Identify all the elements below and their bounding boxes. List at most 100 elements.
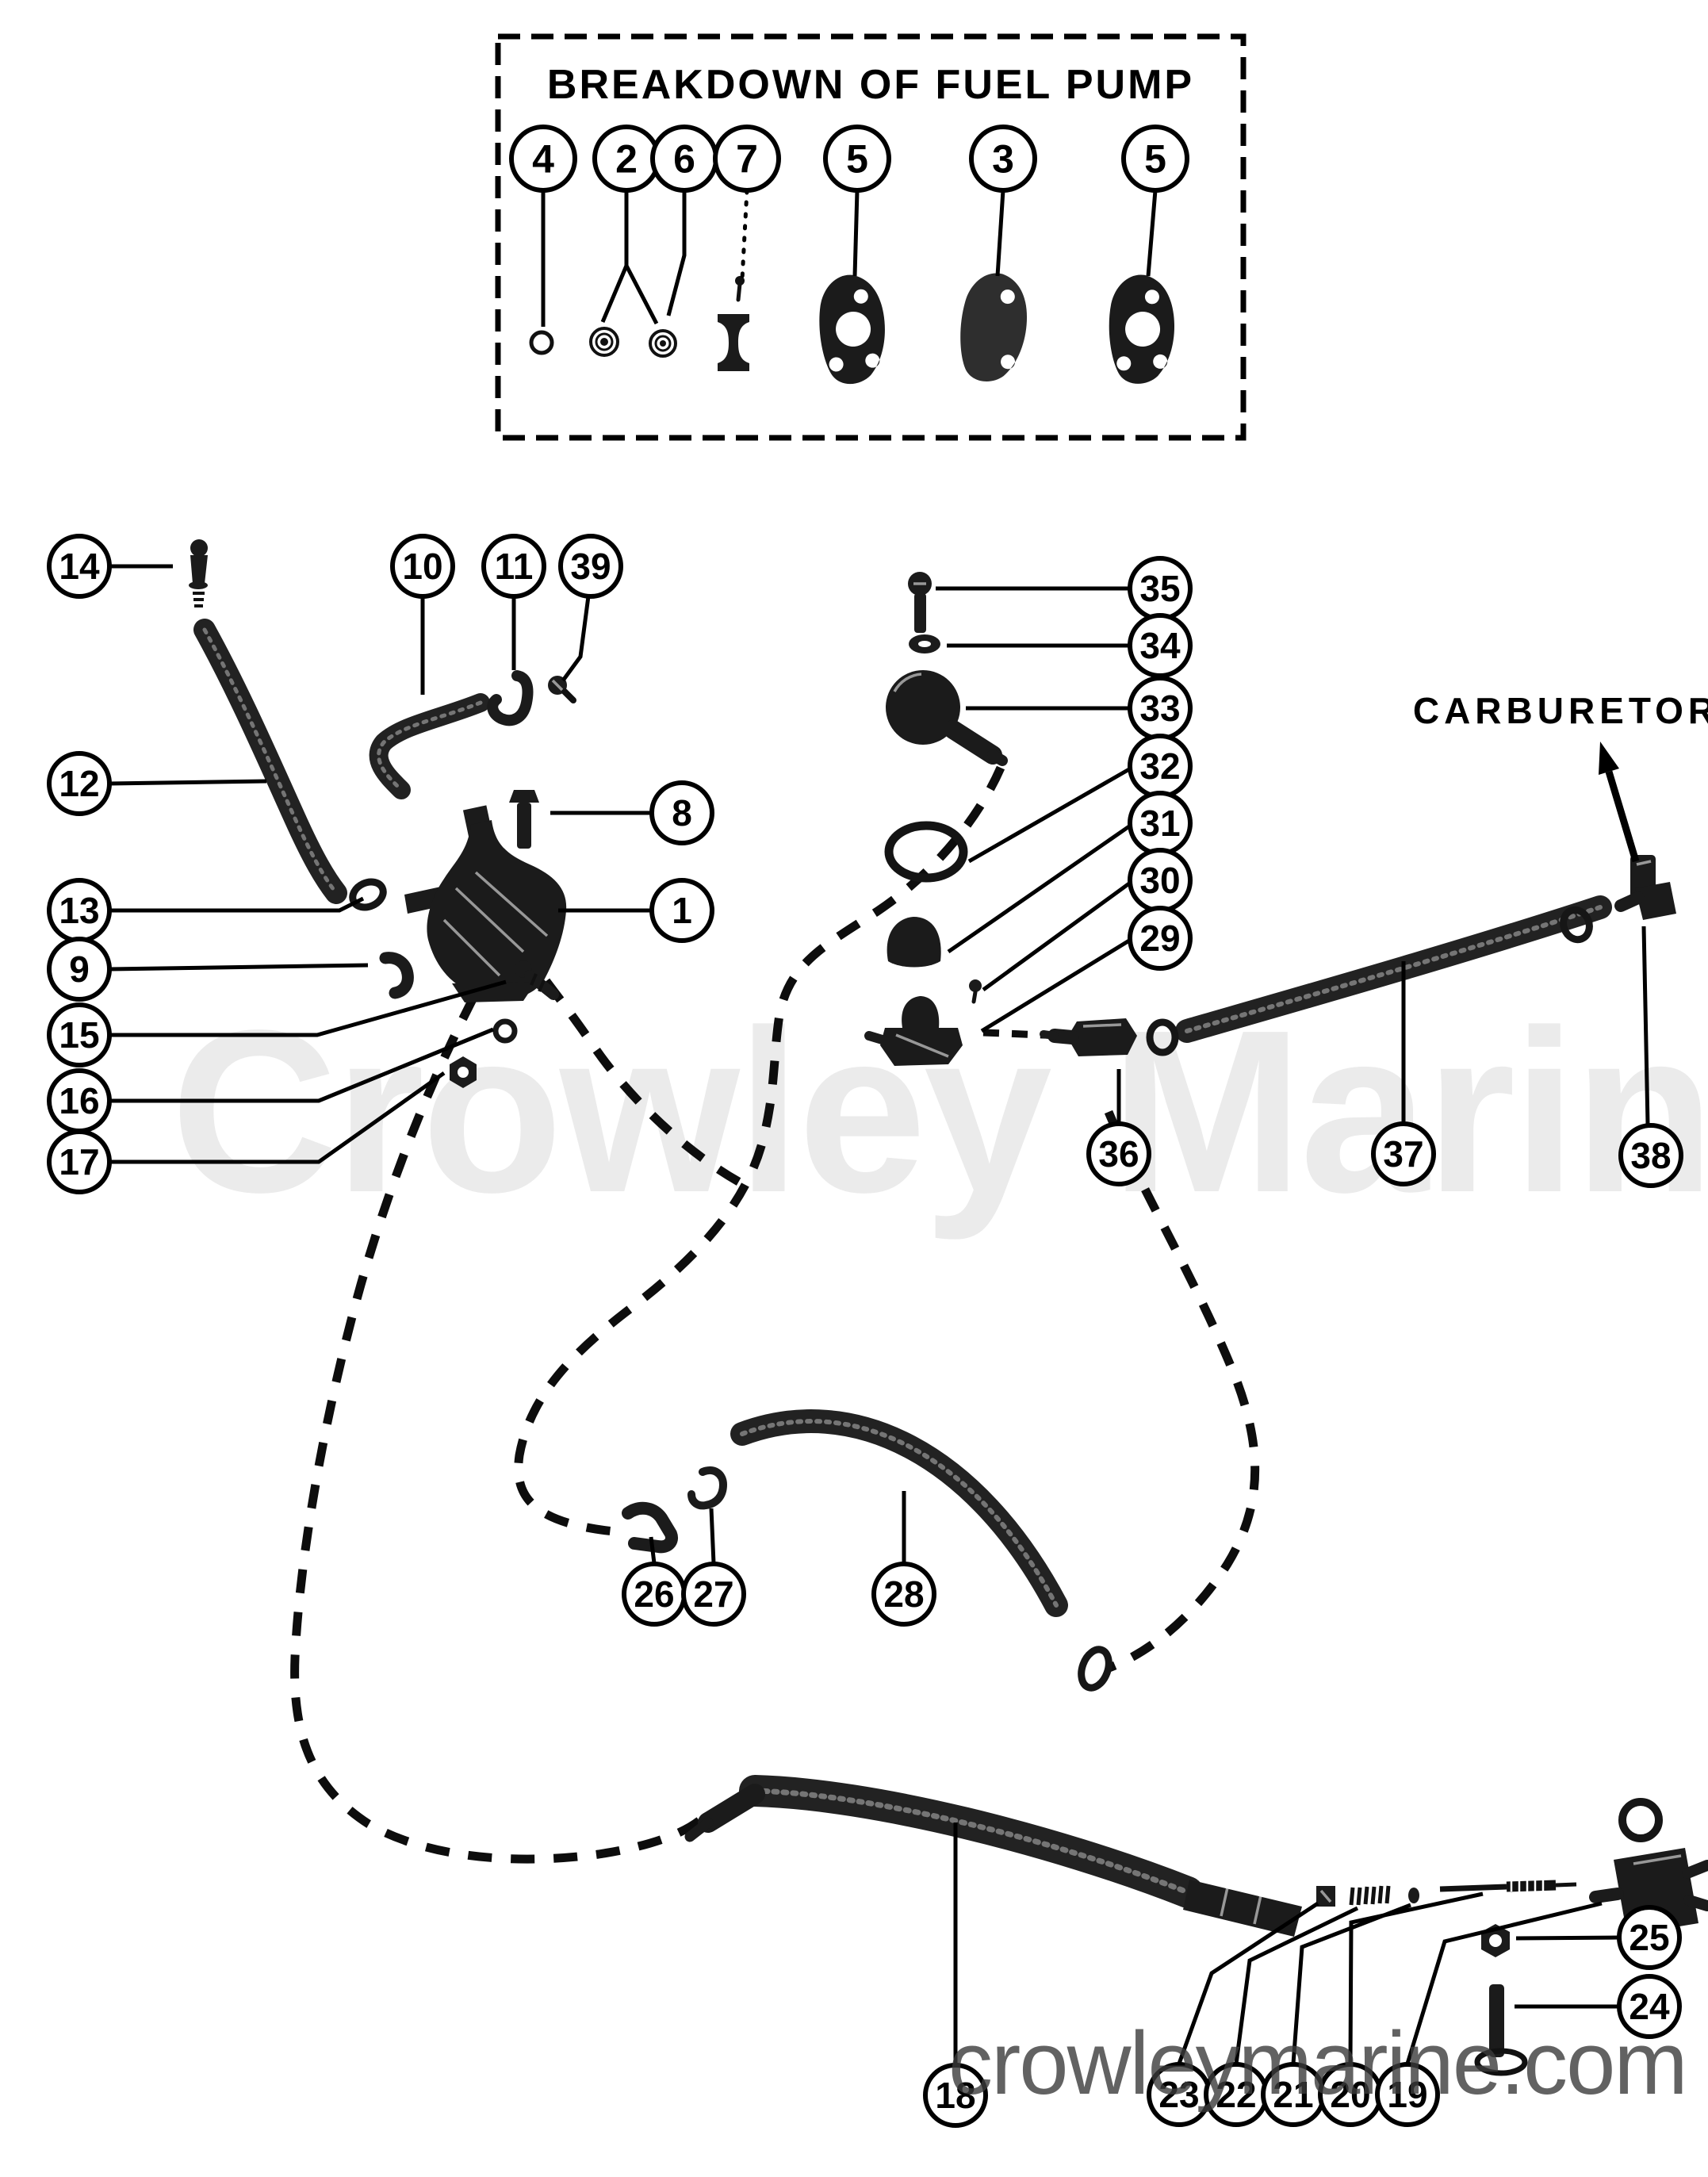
callout-36: 36 xyxy=(1086,1121,1151,1186)
breakdown-box: BREAKDOWN OF FUEL PUMP xyxy=(495,33,1247,441)
leader-line xyxy=(947,824,1131,954)
bolt-8-part xyxy=(509,790,539,849)
svg-text:17: 17 xyxy=(59,1141,99,1182)
screw-35-part xyxy=(908,572,932,633)
washer-part-a xyxy=(589,327,619,357)
callout-31: 31 xyxy=(1128,791,1193,856)
callout-38: 38 xyxy=(1618,1123,1683,1188)
watermark-center: Crowley Marine xyxy=(170,982,1708,1242)
fitting-14-part xyxy=(189,539,208,607)
leader-line xyxy=(624,264,659,325)
valve-disc-part xyxy=(529,330,554,355)
callout-9: 9 xyxy=(47,937,112,1002)
washer-part-b xyxy=(649,329,677,358)
hook-11-part xyxy=(487,670,534,726)
carburetor-arrow xyxy=(1599,742,1640,863)
callout-6: 6 xyxy=(650,125,718,193)
ferrule-37-right-part xyxy=(1560,906,1593,944)
callout-34: 34 xyxy=(1128,613,1193,678)
callout-25: 25 xyxy=(1617,1905,1682,1970)
hose-18-texture xyxy=(752,1788,1191,1895)
fuel-hose-10 xyxy=(369,693,490,799)
callout-27: 27 xyxy=(681,1562,746,1627)
callout-11: 11 xyxy=(481,534,546,599)
retainer-pin-part xyxy=(735,276,745,302)
callout-5: 5 xyxy=(1121,125,1189,193)
hose-18-connector xyxy=(1183,1880,1302,1937)
svg-text:9: 9 xyxy=(69,949,90,990)
callout-18: 18 xyxy=(923,2063,988,2128)
callout-39: 39 xyxy=(558,534,623,599)
leader-line xyxy=(109,1027,494,1103)
leader-line xyxy=(1348,1891,1484,2064)
callout-32: 32 xyxy=(1128,734,1193,799)
svg-text:24: 24 xyxy=(1629,1986,1670,2027)
svg-text:22: 22 xyxy=(1216,2074,1256,2115)
svg-text:31: 31 xyxy=(1139,803,1180,844)
svg-text:18: 18 xyxy=(935,2075,975,2116)
clamp-27-part xyxy=(687,1466,728,1510)
callout-2: 2 xyxy=(592,125,661,193)
hose-18-end-fitting xyxy=(698,1784,765,1833)
svg-text:21: 21 xyxy=(1273,2074,1313,2115)
needle-20-part xyxy=(1439,1880,1577,1892)
leader-lines xyxy=(109,188,1650,2064)
fitting-15-part xyxy=(515,960,559,1000)
callout-12: 12 xyxy=(47,751,112,816)
callout-19: 19 xyxy=(1375,2062,1440,2127)
svg-text:8: 8 xyxy=(672,792,692,834)
callout-23: 23 xyxy=(1147,2062,1212,2127)
leader-line xyxy=(109,963,369,972)
spring-22-part xyxy=(1349,1885,1391,1906)
callout-13: 13 xyxy=(47,878,112,943)
callout-24: 24 xyxy=(1617,1974,1682,2039)
svg-text:33: 33 xyxy=(1139,688,1180,729)
svg-text:1: 1 xyxy=(672,890,692,931)
washer-34-part xyxy=(909,634,940,653)
dashed-line-left-loop xyxy=(290,995,704,1864)
svg-text:35: 35 xyxy=(1139,568,1180,609)
callout-33: 33 xyxy=(1128,676,1193,741)
svg-text:4: 4 xyxy=(532,137,554,182)
screw-39-part xyxy=(548,676,576,703)
callout-7: 7 xyxy=(713,125,781,193)
svg-text:6: 6 xyxy=(673,137,695,182)
callout-30: 30 xyxy=(1128,848,1193,913)
leader-line xyxy=(600,190,629,323)
svg-text:5: 5 xyxy=(1144,137,1166,182)
callout-37: 37 xyxy=(1371,1121,1436,1186)
svg-text:25: 25 xyxy=(1629,1917,1669,1958)
bolt-24-part xyxy=(1474,1984,1528,2076)
callout-29: 29 xyxy=(1128,906,1193,971)
dashed-line-right-loop xyxy=(1104,1110,1260,1673)
leader-line xyxy=(1146,190,1158,277)
dashed-line-bowl-to-fitting xyxy=(514,765,1005,1537)
svg-text:12: 12 xyxy=(59,763,99,804)
svg-text:32: 32 xyxy=(1139,745,1180,787)
svg-text:37: 37 xyxy=(1383,1133,1423,1175)
leader-line xyxy=(982,881,1131,992)
svg-text:38: 38 xyxy=(1630,1135,1671,1176)
leader-line xyxy=(709,1508,716,1564)
callout-16: 16 xyxy=(47,1068,112,1133)
svg-text:10: 10 xyxy=(402,546,442,587)
leader-line xyxy=(561,596,591,682)
leader-line xyxy=(666,190,687,316)
callout-26: 26 xyxy=(622,1562,687,1627)
leader-line xyxy=(967,767,1131,864)
hose-37-texture xyxy=(1185,905,1603,1033)
leader-line xyxy=(852,190,860,277)
svg-text:11: 11 xyxy=(495,546,534,587)
pin-30-part xyxy=(969,979,982,1004)
svg-text:34: 34 xyxy=(1139,625,1181,666)
fitting-36-part xyxy=(1040,1018,1137,1056)
leader-line xyxy=(1405,1901,1603,2064)
svg-text:23: 23 xyxy=(1158,2074,1199,2115)
leader-line xyxy=(1515,1935,1620,1941)
leader-line xyxy=(740,188,749,282)
leader-line xyxy=(995,190,1005,277)
diaphragm-cap-31-part xyxy=(887,917,941,968)
ferrule-37-left-part xyxy=(1146,1018,1179,1056)
